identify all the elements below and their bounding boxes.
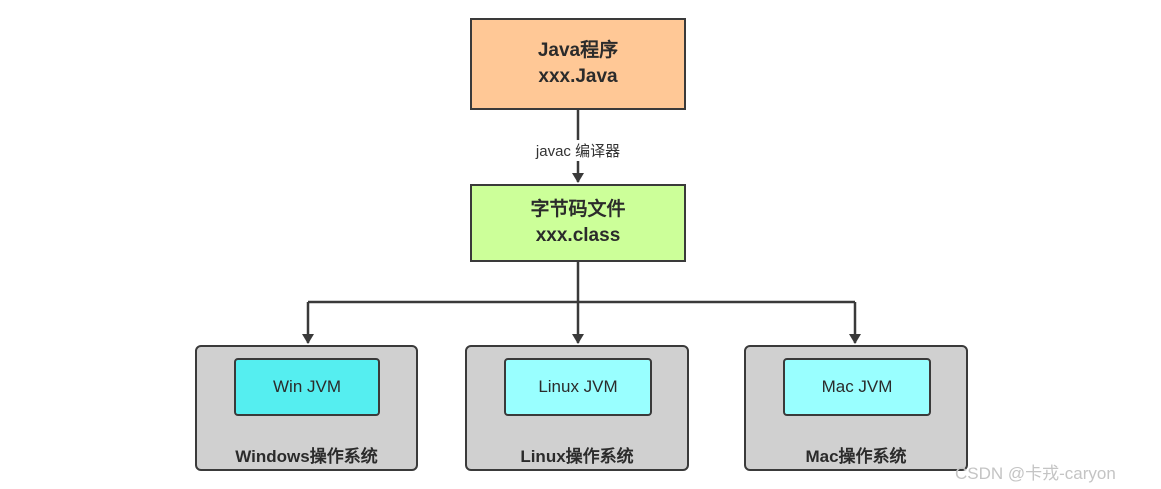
bytecode-filename: xxx.class [535,225,621,246]
java-source-title: Java程序 [537,40,619,61]
bytecode-box: 字节码文件 xxx.class [470,184,686,262]
mac-jvm-label: Mac JVM [821,377,893,396]
linux-jvm-box: Linux JVM [504,358,652,416]
mac-jvm-box: Mac JVM [783,358,931,416]
windows-os-label: Windows操作系统 [235,447,378,466]
win-jvm-box: Win JVM [234,358,380,416]
java-source-filename: xxx.Java [538,66,618,87]
win-jvm-label: Win JVM [273,377,341,396]
linux-os-box: Linux JVM Linux操作系统 [465,345,689,471]
mac-os-box: Mac JVM Mac操作系统 [744,345,968,471]
windows-os-box: Win JVM Windows操作系统 [195,345,418,471]
linux-os-label: Linux操作系统 [520,447,634,466]
bytecode-title: 字节码文件 [530,199,626,220]
linux-jvm-label: Linux JVM [538,377,618,396]
watermark: CSDN @卡戎-caryon [955,464,1116,483]
compiler-label: javac 编译器 [518,140,638,161]
java-source-box: Java程序 xxx.Java [470,18,686,110]
mac-os-label: Mac操作系统 [805,447,907,466]
